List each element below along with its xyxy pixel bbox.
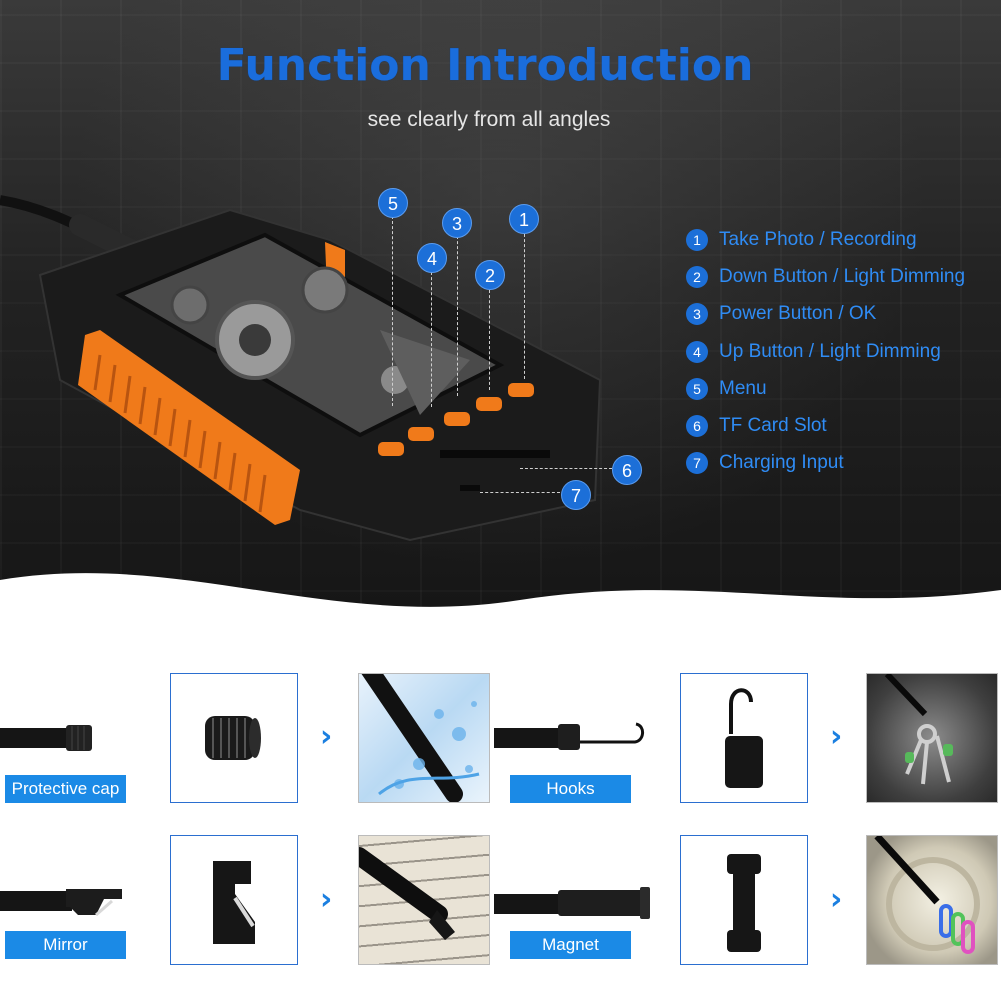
endoscope-device-illustration bbox=[0, 195, 602, 542]
page-title: Function Introduction bbox=[216, 40, 754, 91]
hook-tip-icon bbox=[494, 722, 644, 750]
water-splash-photo bbox=[358, 673, 490, 803]
function-number: 1 bbox=[686, 228, 708, 251]
leader-line-3 bbox=[457, 236, 458, 396]
function-label: Take Photo / Recording bbox=[719, 228, 917, 250]
function-item: 3 Power Button / OK bbox=[686, 296, 996, 333]
function-item: 4 Up Button / Light Dimming bbox=[686, 333, 996, 370]
leader-line-1 bbox=[524, 234, 525, 379]
accessory-label-protective-cap: Protective cap bbox=[5, 775, 126, 803]
page-subtitle: see clearly from all angles bbox=[367, 108, 611, 131]
hook-image bbox=[680, 673, 808, 803]
chevron-right-icon: › bbox=[320, 719, 333, 754]
function-label: Power Button / OK bbox=[719, 303, 877, 325]
function-number: 4 bbox=[686, 340, 708, 363]
leader-line-4 bbox=[431, 272, 432, 407]
function-number: 5 bbox=[686, 377, 708, 400]
callout-badge-5: 5 bbox=[378, 188, 408, 218]
mirror-image bbox=[170, 835, 298, 965]
cap-icon bbox=[205, 716, 261, 760]
callout-badge-2: 2 bbox=[475, 260, 505, 290]
accessory-label-hooks: Hooks bbox=[510, 775, 631, 803]
chevron-right-icon: › bbox=[830, 882, 843, 917]
protective-cap-image bbox=[170, 673, 298, 803]
function-label: Down Button / Light Dimming bbox=[719, 265, 966, 287]
leader-line-2 bbox=[489, 290, 490, 390]
function-item: 2 Down Button / Light Dimming bbox=[686, 258, 996, 295]
function-label: Up Button / Light Dimming bbox=[719, 340, 941, 362]
chevron-right-icon: › bbox=[830, 719, 843, 754]
callout-badge-3: 3 bbox=[442, 208, 472, 238]
leader-line-5 bbox=[392, 216, 393, 406]
mirror-tip-icon bbox=[0, 889, 122, 917]
leader-line-7 bbox=[480, 492, 560, 493]
magnet-tip-icon bbox=[494, 887, 650, 919]
function-item: 5 Menu bbox=[686, 370, 996, 407]
magnet-image bbox=[680, 835, 808, 965]
function-item: 7 Charging Input bbox=[686, 445, 996, 482]
chevron-right-icon: › bbox=[320, 882, 333, 917]
function-label: Menu bbox=[719, 377, 767, 399]
function-item: 1 Take Photo / Recording bbox=[686, 221, 996, 258]
function-number: 6 bbox=[686, 415, 708, 438]
function-list: 1 Take Photo / Recording 2 Down Button /… bbox=[686, 221, 996, 482]
accessory-label-mirror: Mirror bbox=[5, 931, 126, 959]
callout-badge-1: 1 bbox=[509, 204, 539, 234]
function-number: 2 bbox=[686, 265, 708, 288]
probe-tube-icon bbox=[0, 725, 92, 751]
keys-retrieval-photo bbox=[866, 673, 998, 803]
clips-retrieval-photo bbox=[866, 835, 998, 965]
function-label: TF Card Slot bbox=[719, 415, 827, 437]
function-label: Charging Input bbox=[719, 452, 844, 474]
function-item: 6 TF Card Slot bbox=[686, 407, 996, 444]
leader-line-6 bbox=[520, 468, 612, 469]
callout-badge-7: 7 bbox=[561, 480, 591, 510]
text-reading-photo bbox=[358, 835, 490, 965]
function-number: 7 bbox=[686, 452, 708, 475]
function-number: 3 bbox=[686, 303, 708, 326]
callout-badge-4: 4 bbox=[417, 243, 447, 273]
callout-badge-6: 6 bbox=[612, 455, 642, 485]
wave-divider bbox=[0, 573, 1001, 680]
accessory-label-magnet: Magnet bbox=[510, 931, 631, 959]
